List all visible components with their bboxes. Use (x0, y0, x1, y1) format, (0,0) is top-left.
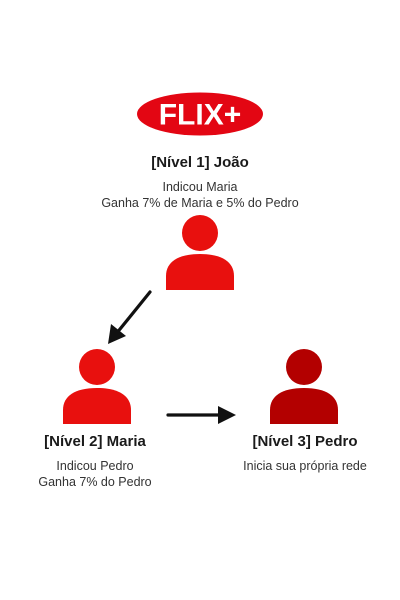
level-2-description-line-1: Indicou Pedro (56, 458, 134, 473)
level-3-title: [Nível 3] Pedro (252, 433, 358, 450)
logo-text: FLIX+ (159, 99, 242, 132)
level-2-person-icon (63, 349, 131, 424)
level-1-description-line-2: Ganha 7% de Maria e 5% do Pedro (101, 195, 299, 210)
level-1-description-line-1: Indicou Maria (162, 179, 238, 194)
level-1-person-icon (166, 215, 234, 290)
level-2-description-line-2: Ganha 7% do Pedro (38, 474, 152, 489)
level-1-node-text: [Nível 1] João Indicou Maria Ganha 7% de… (60, 153, 340, 211)
level-2-node-text: [Nível 2] Maria Indicou Pedro Ganha 7% d… (10, 432, 180, 490)
level-3-node-text: [Nível 3] Pedro Inicia sua própria rede (215, 432, 395, 474)
level-3-description-line-1: Inicia sua própria rede (243, 458, 367, 473)
level-1-title: [Nível 1] João (151, 154, 249, 171)
arrow-icon-level-1-to-2 (108, 290, 152, 344)
level-3-person-icon (270, 349, 338, 424)
arrow-icon-level-2-to-3 (166, 406, 236, 424)
flix-plus-logo: FLIX+ (137, 92, 263, 136)
level-2-title: [Nível 2] Maria (44, 433, 146, 450)
